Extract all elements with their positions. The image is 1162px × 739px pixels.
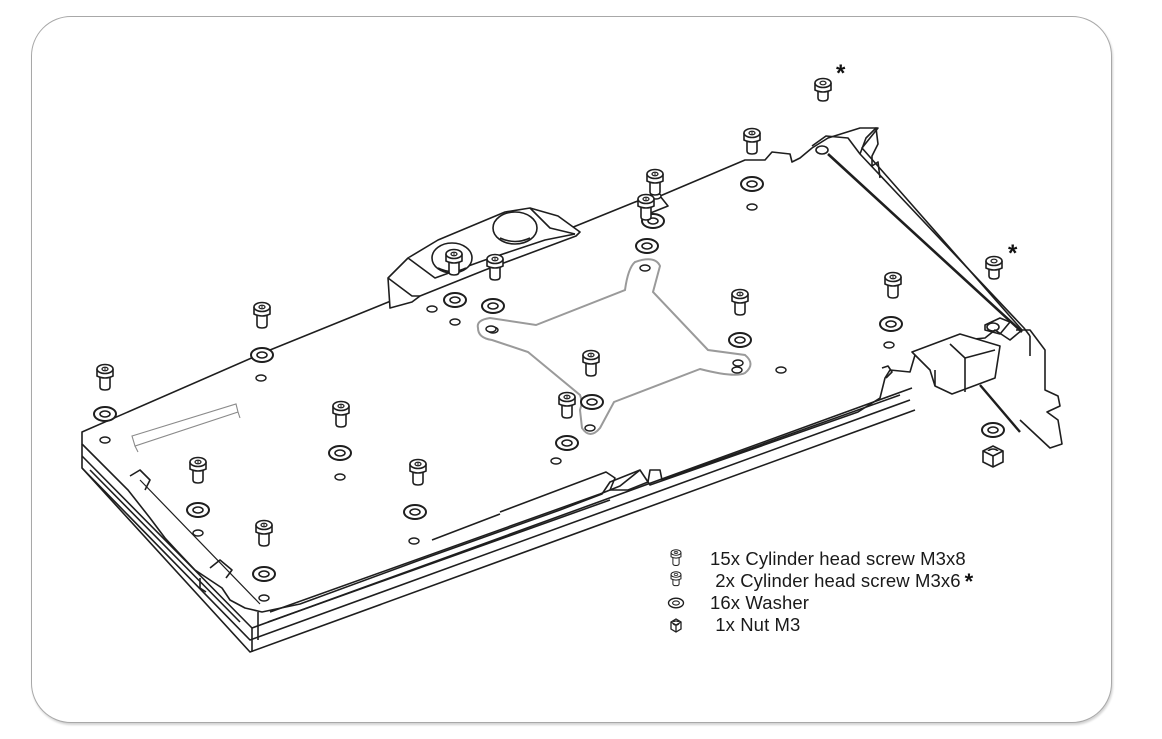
asterisk-mark-top: * [836, 60, 846, 87]
asterisk-mark-right: * [1008, 240, 1018, 267]
legend-item: 15x Cylinder head screw M3x8 [664, 548, 973, 570]
legend-label: 1x Nut M3 [710, 614, 801, 635]
nut-icon [664, 614, 690, 636]
legend-label: 15x Cylinder head screw M3x8 [710, 548, 966, 569]
washer-icon [664, 592, 690, 614]
pci-slot-bracket [811, 127, 1063, 449]
asterisk-mark: * [964, 569, 974, 594]
parts-legend: 15x Cylinder head screw M3x8 2x Cylinder… [664, 548, 973, 636]
backplate [81, 127, 1023, 653]
nut-m3 [982, 445, 1004, 468]
legend-label: 2x Cylinder head screw M3x6 [710, 570, 961, 591]
connector-outline [131, 403, 241, 453]
cylinder-screw-m3x8-icon [664, 548, 690, 570]
legend-item: 2x Cylinder head screw M3x6 * [664, 569, 974, 594]
cylinder-screw-m3x6-icon [664, 570, 690, 592]
legend-item: 1x Nut M3 [664, 614, 973, 636]
legend-item: 16x Washer [664, 592, 973, 614]
legend-label: 16x Washer [710, 592, 810, 613]
